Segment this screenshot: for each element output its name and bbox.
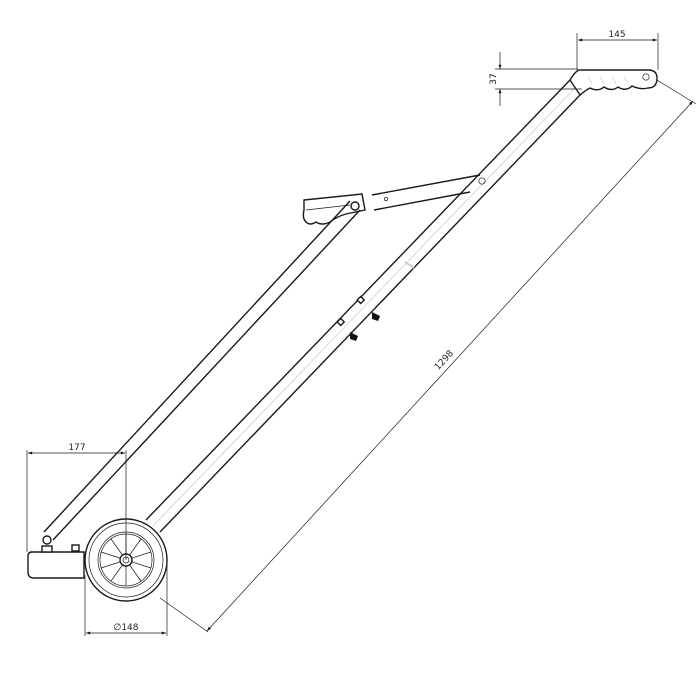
grip-hole-icon bbox=[642, 73, 650, 81]
dim-1298-label: 1298 bbox=[433, 349, 456, 373]
dim-145-label: 145 bbox=[608, 30, 625, 40]
handle-grip bbox=[569, 69, 658, 97]
dimension-overall-length: 1298 bbox=[159, 79, 697, 633]
dimension-handle-length: 145 bbox=[576, 30, 659, 70]
dimension-wheel-diameter: ∅148 bbox=[84, 560, 168, 636]
dim-177-label: 177 bbox=[68, 443, 85, 453]
height-adjust-clamps bbox=[336, 295, 380, 341]
dim-37-label: 37 bbox=[489, 73, 499, 84]
dimension-base-offset: 177 bbox=[26, 443, 127, 560]
dimension-handle-height: 37 bbox=[489, 52, 582, 106]
dim-148-label: ∅148 bbox=[113, 623, 138, 633]
main-shaft bbox=[145, 79, 581, 533]
release-lever bbox=[302, 174, 486, 225]
magnetic-base bbox=[27, 544, 85, 579]
